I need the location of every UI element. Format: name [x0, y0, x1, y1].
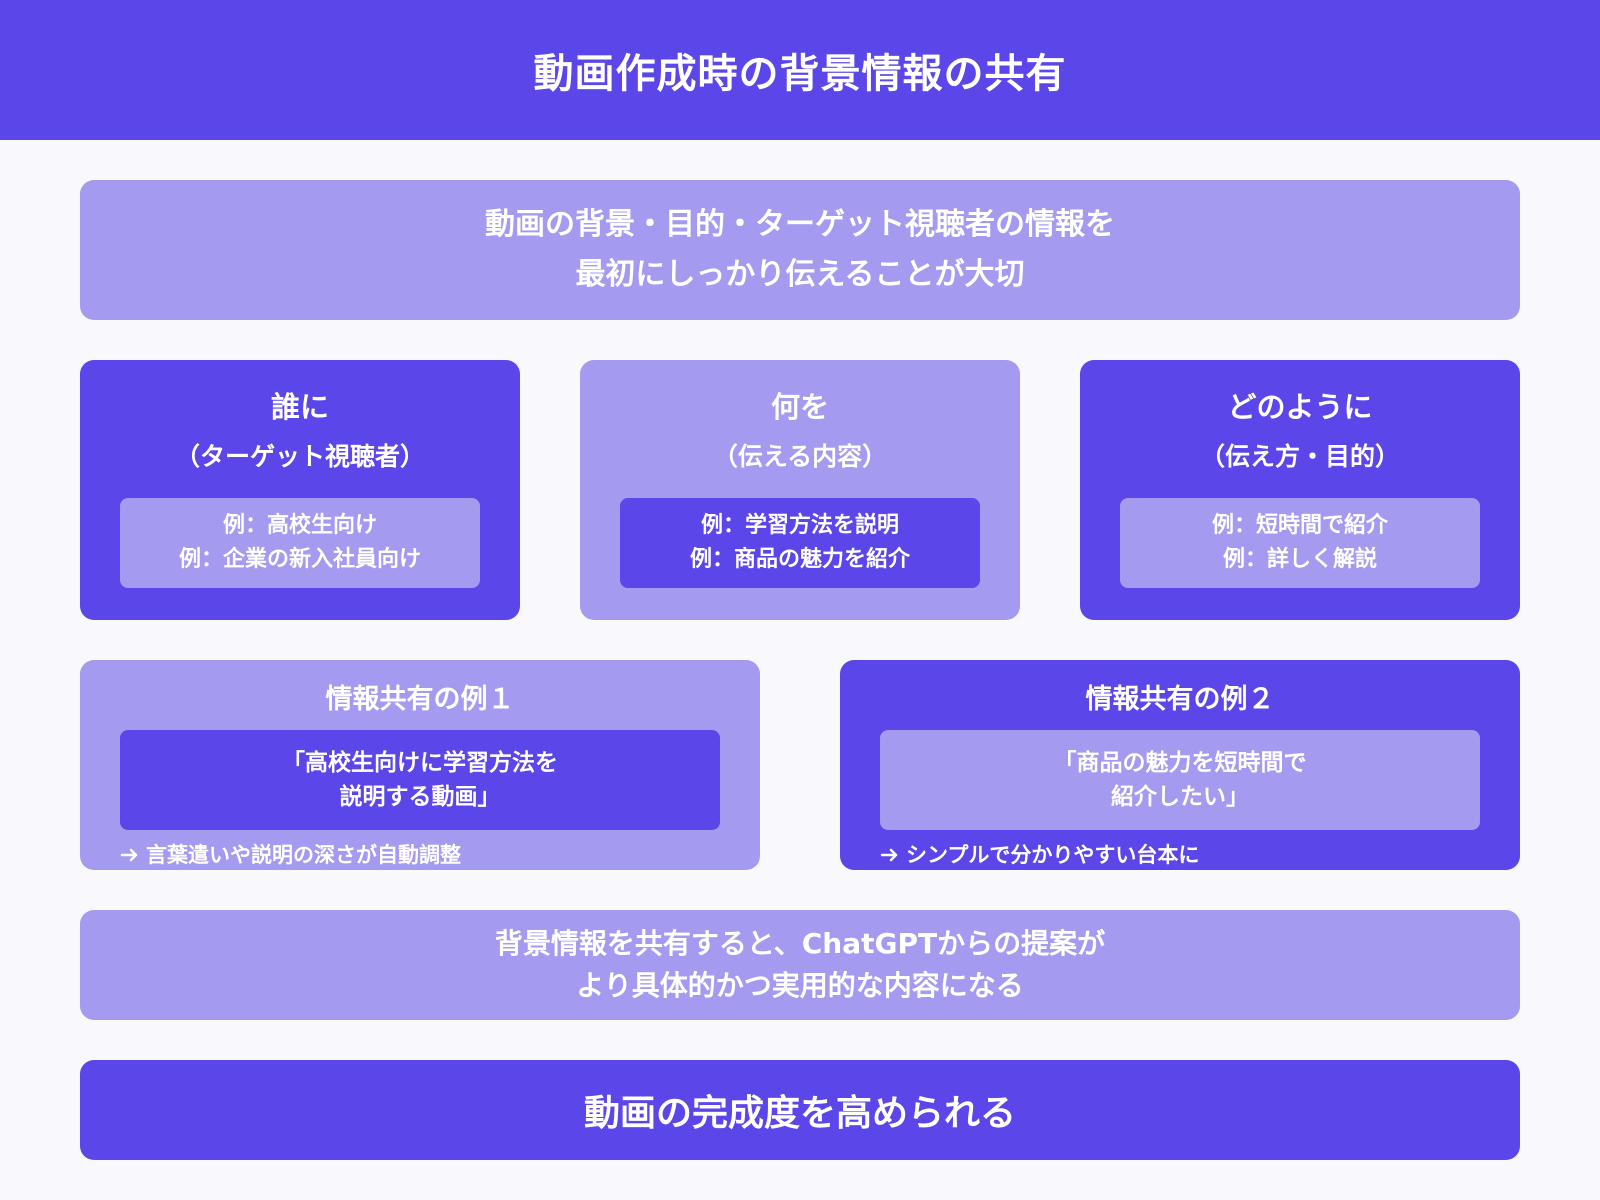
quote-line: 「高校生向けに学習方法を — [282, 750, 558, 776]
card-how: どのように （伝え方・目的） 例：短時間で紹介 例：詳しく解説 — [1080, 360, 1520, 620]
share-example-quote: 「高校生向けに学習方法を 説明する動画」 — [120, 730, 720, 830]
card-title: 誰に — [270, 390, 329, 424]
card-title: 何を — [770, 390, 829, 424]
arrow-right-icon — [880, 848, 898, 862]
card-example-box: 例：短時間で紹介 例：詳しく解説 — [1120, 498, 1480, 588]
summary-line-2: より具体的かつ実用的な内容になる — [576, 969, 1024, 1002]
card-what: 何を （伝える内容） 例：学習方法を説明 例：商品の魅力を紹介 — [580, 360, 1020, 620]
quote-line: 説明する動画」 — [339, 784, 501, 810]
share-example-result: シンプルで分かりやすい台本に — [880, 840, 1199, 870]
card-example-line: 例：詳しく解説 — [1222, 547, 1377, 572]
arrow-right-icon — [120, 848, 138, 862]
conclusion-box: 動画の完成度を高められる — [80, 1060, 1520, 1160]
header-bar: 動画作成時の背景情報の共有 — [0, 0, 1600, 140]
card-title: どのように — [1227, 390, 1373, 424]
intro-box: 動画の背景・目的・ターゲット視聴者の情報を 最初にしっかり伝えることが大切 — [80, 180, 1520, 320]
card-subtitle: （伝え方・目的） — [1199, 442, 1400, 471]
share-example-2: 情報共有の例２ 「商品の魅力を短時間で 紹介したい」 シンプルで分かりやすい台本… — [840, 660, 1520, 870]
conclusion-text: 動画の完成度を高められる — [583, 1093, 1016, 1134]
card-example-line: 例：短時間で紹介 — [1211, 513, 1388, 538]
share-example-title: 情報共有の例１ — [325, 684, 515, 715]
intro-line-1: 動画の背景・目的・ターゲット視聴者の情報を — [485, 207, 1115, 242]
result-text: 言葉遣いや説明の深さが自動調整 — [146, 843, 461, 867]
summary-line-1: 背景情報を共有すると、ChatGPTからの提案が — [494, 927, 1106, 960]
intro-line-2: 最初にしっかり伝えることが大切 — [575, 257, 1025, 292]
card-who: 誰に （ターゲット視聴者） 例：高校生向け 例：企業の新入社員向け — [80, 360, 520, 620]
card-example-line: 例：高校生向け — [222, 513, 377, 538]
share-example-quote: 「商品の魅力を短時間で 紹介したい」 — [880, 730, 1480, 830]
card-subtitle: （ターゲット視聴者） — [174, 442, 425, 471]
share-example-title: 情報共有の例２ — [1085, 684, 1275, 715]
card-example-box: 例：学習方法を説明 例：商品の魅力を紹介 — [620, 498, 980, 588]
card-example-line: 例：商品の魅力を紹介 — [689, 547, 910, 572]
card-example-box: 例：高校生向け 例：企業の新入社員向け — [120, 498, 480, 588]
quote-line: 「商品の魅力を短時間で — [1053, 750, 1307, 776]
card-example-line: 例：企業の新入社員向け — [178, 547, 421, 572]
quote-line: 紹介したい」 — [1111, 784, 1249, 810]
card-subtitle: （伝える内容） — [712, 442, 888, 471]
page-title: 動画作成時の背景情報の共有 — [533, 51, 1067, 97]
share-example-result: 言葉遣いや説明の深さが自動調整 — [120, 840, 461, 870]
result-text: シンプルで分かりやすい台本に — [906, 843, 1200, 867]
card-example-line: 例：学習方法を説明 — [700, 513, 899, 538]
summary-box: 背景情報を共有すると、ChatGPTからの提案が より具体的かつ実用的な内容にな… — [80, 910, 1520, 1020]
share-example-1: 情報共有の例１ 「高校生向けに学習方法を 説明する動画」 言葉遣いや説明の深さが… — [80, 660, 760, 870]
